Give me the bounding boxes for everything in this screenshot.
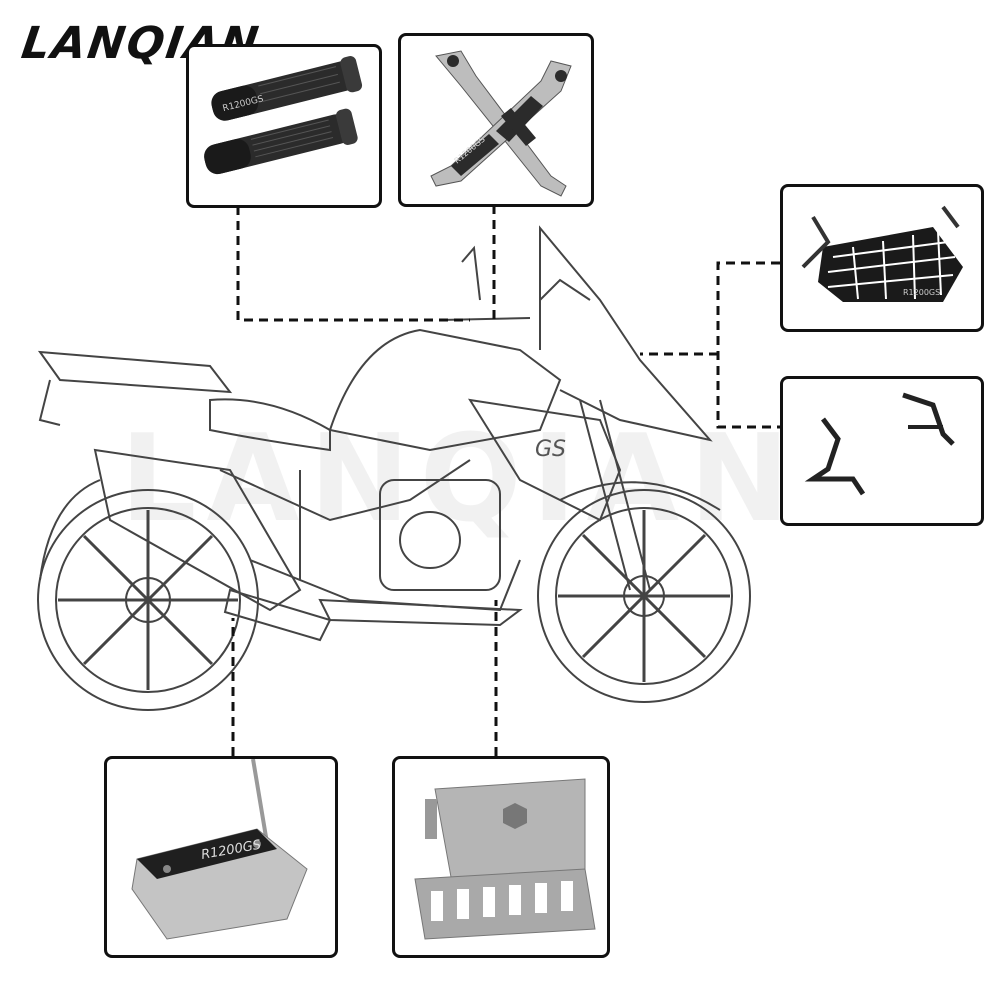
- panel-headlight-guard: R1200GS: [780, 184, 984, 332]
- guard-label: R1200GS: [903, 288, 940, 297]
- panel-mounting-bracket: [780, 376, 984, 526]
- headlight-guard-image: R1200GS: [801, 205, 963, 302]
- panel-kickstand-pad: R1200GS: [104, 756, 338, 958]
- brake-pedal-image: [414, 778, 596, 940]
- panel-handlebar-grips: R1200GS: [186, 44, 382, 208]
- svg-text:GS: GS: [535, 437, 566, 462]
- kickstand-pad-image: R1200GS: [131, 759, 308, 940]
- handlebar-grips-image: R1200GS: [204, 56, 363, 175]
- rear-wheel: [37, 489, 259, 711]
- bracket-image: [804, 392, 955, 496]
- panel-brake-pedal-enlarger: [392, 756, 610, 958]
- front-wheel: [537, 489, 751, 703]
- levers-image: R1200GS: [430, 50, 572, 197]
- panel-brake-clutch-levers: R1200GS: [398, 33, 594, 207]
